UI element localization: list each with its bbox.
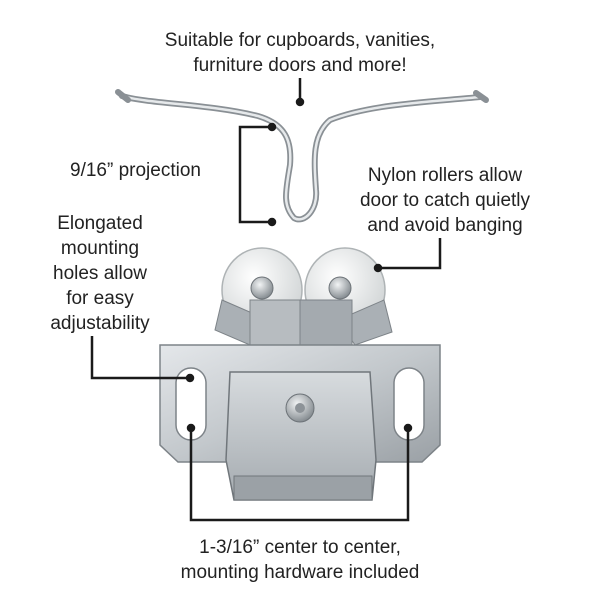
callout-line: and avoid banging <box>367 215 523 236</box>
callout-center-to-center: 1-3/16” center to center, mounting hardw… <box>120 535 480 585</box>
callout-line: mounting <box>60 238 140 259</box>
catch-housing <box>225 371 377 501</box>
roller-bracket <box>299 299 353 346</box>
callout-line: holes allow <box>53 263 147 284</box>
callout-projection: 9/16” projection <box>70 160 201 181</box>
callout-line: Suitable for cupboards, vanities, <box>164 30 436 51</box>
roller-bracket <box>249 299 301 346</box>
callout-line: furniture doors and more! <box>193 55 407 76</box>
callout-line: adjustability <box>50 313 150 334</box>
callout-line: mounting hardware included <box>180 562 420 583</box>
callout-holes: Elongated mounting holes allow for easy … <box>30 211 170 336</box>
callout-line: Elongated <box>57 213 143 234</box>
callout-suitable: Suitable for cupboards, vanities, furnit… <box>90 28 510 78</box>
callout-line: 1-3/16” center to center, <box>199 537 401 558</box>
callout-rollers: Nylon rollers allow door to catch quietl… <box>330 163 560 238</box>
spring-clip <box>115 89 489 223</box>
leader-lines <box>90 78 442 522</box>
callout-line: Nylon rollers allow <box>367 165 523 186</box>
callout-line: for easy <box>66 288 134 309</box>
callout-line: door to catch quietly <box>359 190 531 211</box>
